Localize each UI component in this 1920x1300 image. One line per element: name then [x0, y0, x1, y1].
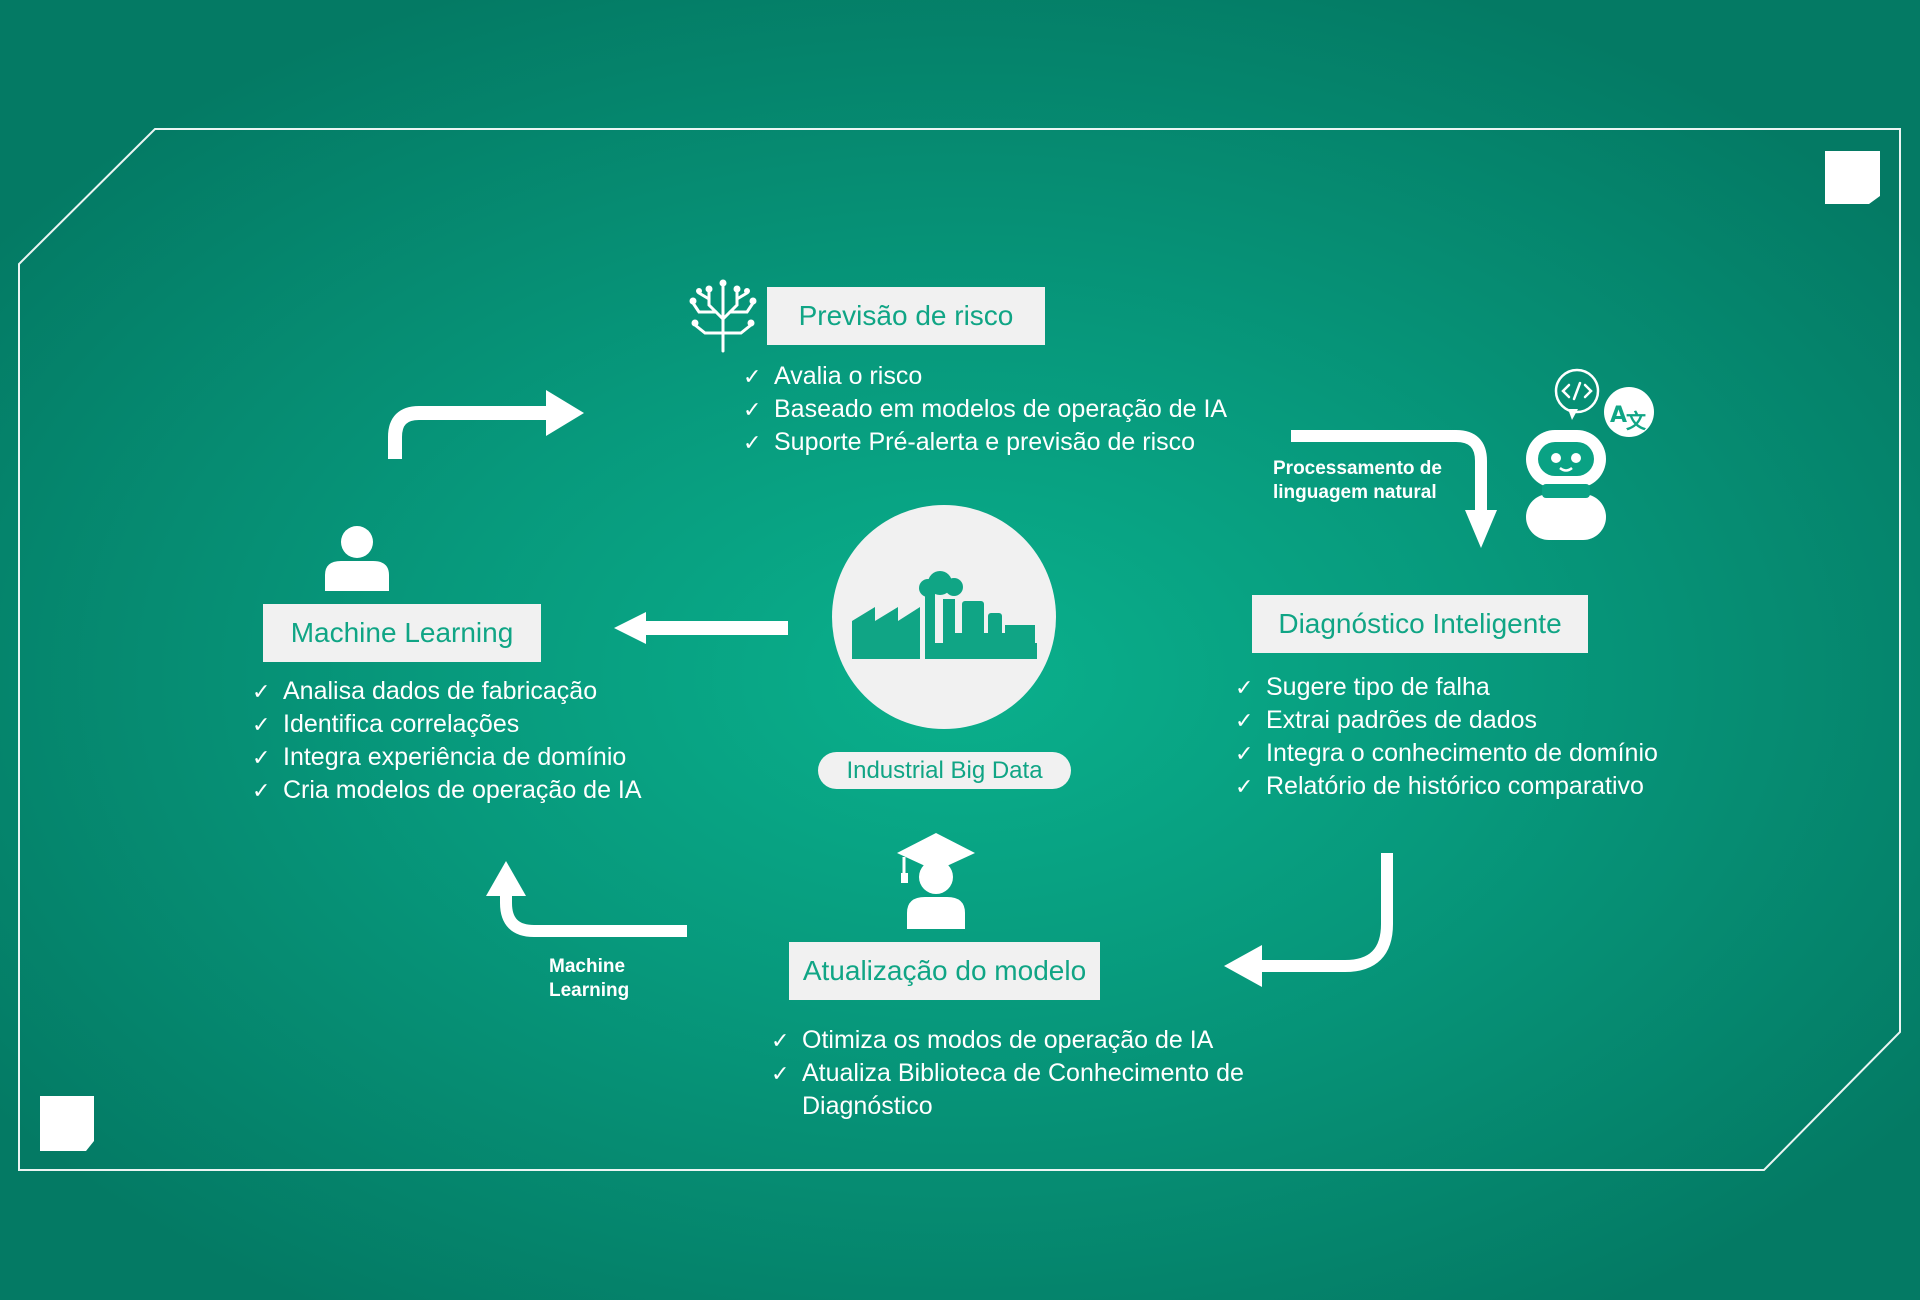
check-icon: ✓ [743, 364, 762, 389]
list-item: ✓Sugere tipo de falha [1235, 671, 1658, 704]
check-icon: ✓ [252, 712, 271, 737]
arrow-to-model-update [1224, 853, 1393, 987]
list-item: ✓Extrai padrões de dados [1235, 704, 1658, 737]
code-bubble-icon [1554, 368, 1600, 420]
factory-icon [832, 505, 1056, 729]
machine-learning-list: ✓Analisa dados de fabricação ✓Identifica… [252, 675, 642, 807]
check-icon: ✓ [1235, 741, 1254, 766]
chatbot-icon: A 文 [1526, 368, 1654, 540]
check-icon: ✓ [1235, 708, 1254, 733]
model-update-list: ✓Otimiza os modos de operação de IA ✓Atu… [771, 1024, 1244, 1123]
list-item: ✓Integra experiência de domínio [252, 741, 642, 774]
arrow-to-diagnosis [1291, 430, 1497, 548]
svg-text:文: 文 [1626, 409, 1647, 433]
center-label: Industrial Big Data [818, 752, 1071, 789]
model-update-title: Atualização do modelo [789, 942, 1100, 1000]
check-icon: ✓ [252, 745, 271, 770]
list-item: ✓Suporte Pré-alerta e previsão de risco [743, 426, 1227, 459]
diagnosis-list: ✓Sugere tipo de falha ✓Extrai padrões de… [1235, 671, 1658, 803]
arrow-to-machine-learning [486, 861, 687, 937]
translate-bubble-icon: A 文 [1604, 387, 1654, 437]
arrow-to-risk-forecast [388, 390, 584, 459]
graduate-icon [897, 833, 975, 929]
list-item: ✓Atualiza Biblioteca de Conhecimento de [771, 1057, 1244, 1090]
check-icon: ✓ [252, 778, 271, 803]
list-item: ✓Avalia o risco [743, 360, 1227, 393]
check-icon: ✓ [1235, 675, 1254, 700]
list-item: ✓Analisa dados de fabricação [252, 675, 642, 708]
list-item: ✓Otimiza os modos de operação de IA [771, 1024, 1244, 1057]
machine-learning-title: Machine Learning [263, 604, 541, 662]
check-icon: ✓ [252, 679, 271, 704]
list-item: ✓Cria modelos de operação de IA [252, 774, 642, 807]
ml-caption: Machine Learning [549, 956, 630, 1001]
list-item: ✓Integra o conhecimento de domínio [1235, 737, 1658, 770]
list-item: ✓Relatório de histórico comparativo [1235, 770, 1658, 803]
robot-head-icon [1526, 430, 1606, 540]
corner-block-bottom-left [40, 1096, 94, 1151]
person-icon [325, 526, 389, 591]
check-icon: ✓ [743, 397, 762, 422]
check-icon: ✓ [743, 430, 762, 455]
check-icon: ✓ [771, 1028, 790, 1053]
risk-forecast-title: Previsão de risco [767, 287, 1045, 345]
arrow-center-to-machine-learning [614, 612, 788, 644]
svg-text:A: A [1610, 403, 1627, 428]
diagnosis-title: Diagnóstico Inteligente [1252, 595, 1588, 653]
nlp-caption: Processamento de linguagem natural [1273, 458, 1442, 503]
check-icon: ✓ [1235, 774, 1254, 799]
list-item: ✓Baseado em modelos de operação de IA [743, 393, 1227, 426]
list-item: ✓Identifica correlações [252, 708, 642, 741]
risk-forecast-list: ✓Avalia o risco ✓Baseado em modelos de o… [743, 360, 1227, 459]
ai-tree-icon [689, 279, 757, 353]
list-item: Diagnóstico [802, 1092, 933, 1120]
corner-block-top-right [1825, 151, 1880, 204]
check-icon: ✓ [771, 1061, 790, 1086]
